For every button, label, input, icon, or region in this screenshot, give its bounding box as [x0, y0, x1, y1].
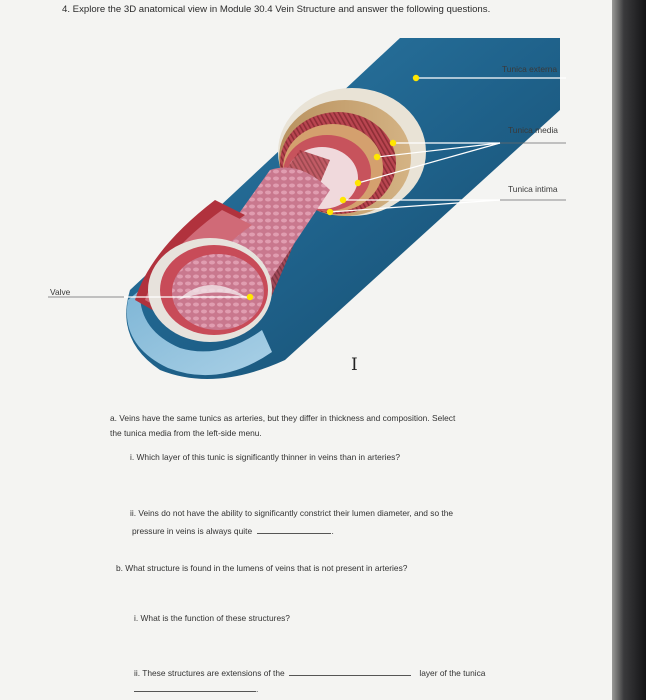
answer-blank[interactable]	[289, 674, 411, 676]
part-b-question-ii: ii. These structures are extensions of t…	[134, 668, 485, 678]
pointer-dot	[413, 75, 419, 81]
part-a-question-ii-text: pressure in veins is always quite	[132, 526, 252, 536]
label-tunica-media: Tunica media	[508, 125, 558, 135]
monitor-bezel	[612, 0, 646, 700]
period: .	[331, 526, 333, 536]
label-valve: Valve	[50, 287, 70, 297]
label-tunica-intima: Tunica intima	[508, 184, 558, 194]
answer-blank[interactable]	[134, 690, 256, 692]
worksheet-page: 4. Explore the 3D anatomical view in Mod…	[0, 0, 612, 700]
pointer-dot	[327, 209, 333, 215]
part-b-question-ii-text: ii. These structures are extensions of t…	[134, 668, 285, 678]
text-cursor-icon: I	[351, 355, 358, 375]
part-a-line1: a. Veins have the same tunics as arterie…	[110, 413, 455, 423]
pointer-dot	[340, 197, 346, 203]
pointer-dot	[374, 154, 380, 160]
part-a-question-ii-line1: ii. Veins do not have the ability to sig…	[130, 508, 453, 518]
part-b-question-ii-end: layer of the tunica	[419, 668, 485, 678]
part-b-line1: b. What structure is found in the lumens…	[116, 563, 407, 573]
label-tunica-externa: Tunica externa	[502, 64, 557, 74]
part-b-question-i: i. What is the function of these structu…	[134, 613, 290, 623]
pointer-dot	[390, 140, 396, 146]
pointer-dot	[355, 180, 361, 186]
part-a-line2: the tunica media from the left-side menu…	[110, 428, 262, 438]
answer-blank[interactable]	[257, 532, 331, 534]
vein-illustration	[0, 0, 612, 400]
part-b-question-ii-line2: .	[134, 684, 258, 694]
part-a-question-i: i. Which layer of this tunic is signific…	[130, 452, 400, 462]
part-a-question-ii-line2: pressure in veins is always quite .	[132, 526, 334, 536]
pointer-dot	[247, 294, 253, 300]
period: .	[256, 684, 258, 694]
